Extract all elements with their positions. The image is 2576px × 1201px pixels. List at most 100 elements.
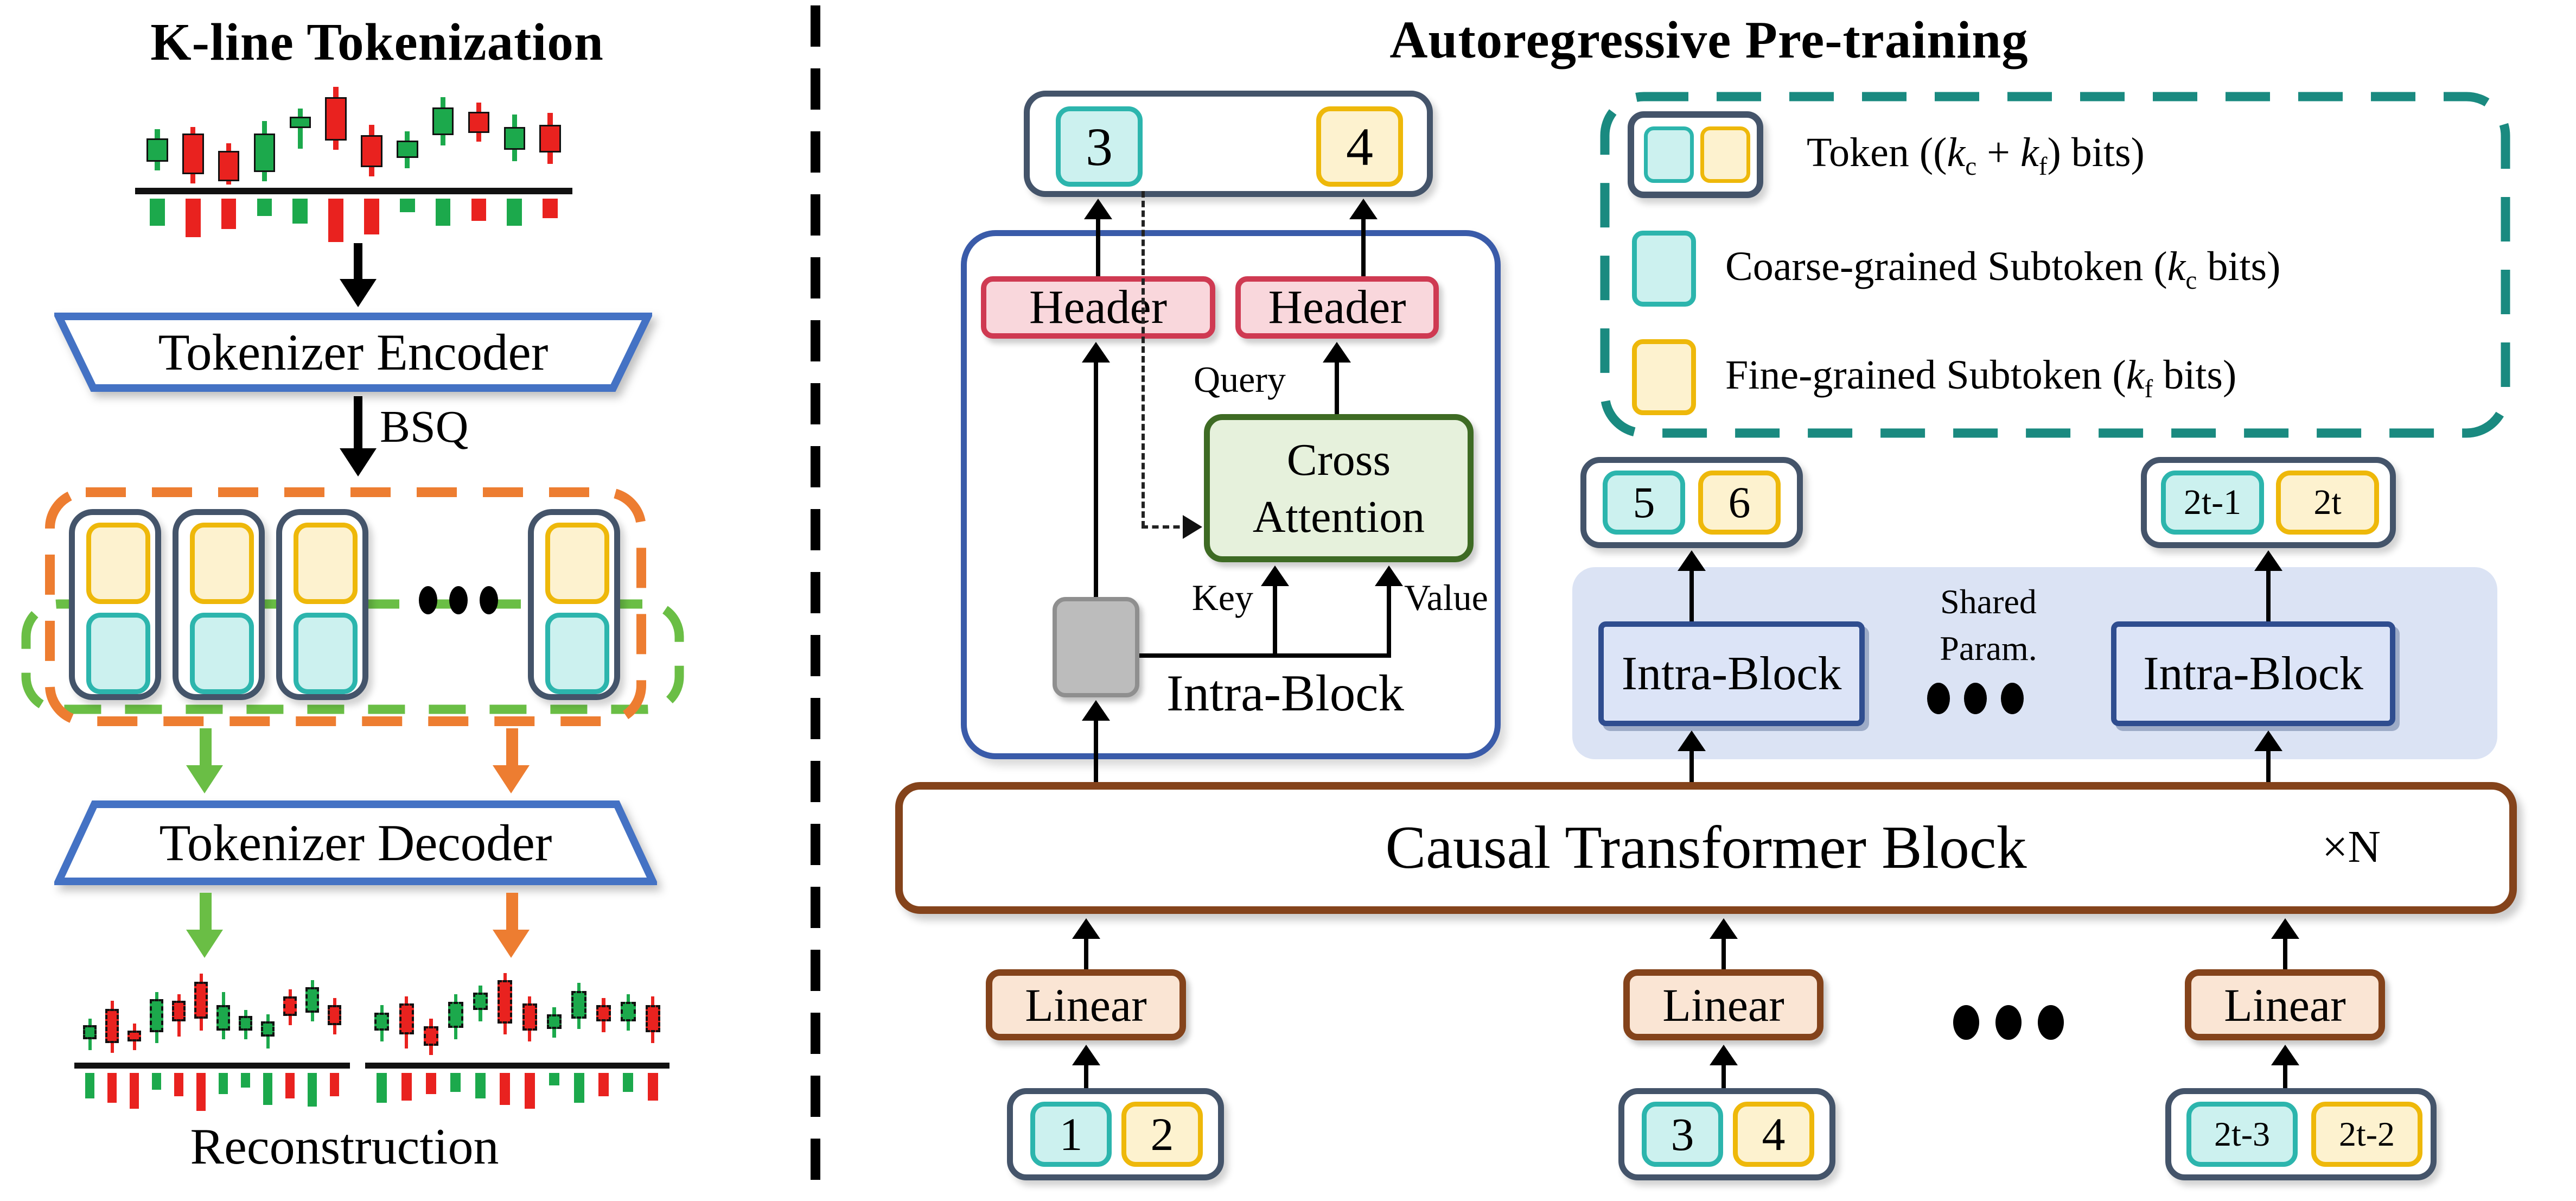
legend-dashed-box bbox=[1600, 92, 2510, 438]
tokenizer-decoder-shape bbox=[54, 800, 657, 885]
fine-subtoken: 6 bbox=[1698, 471, 1781, 535]
green-arrow-icon bbox=[200, 893, 212, 932]
token-pair bbox=[69, 509, 161, 700]
arrow-line bbox=[1721, 935, 1726, 969]
linear-box: Linear bbox=[1623, 969, 1823, 1040]
kline-chart bbox=[135, 82, 572, 250]
fine-subtoken: 2t bbox=[2276, 471, 2379, 535]
fine-subtoken-value: 2 bbox=[1150, 1108, 1174, 1160]
coarse-subtoken-value: 2t-1 bbox=[2183, 482, 2242, 522]
orange-arrow-icon bbox=[506, 893, 518, 932]
tokenizer-encoder-shape bbox=[54, 313, 652, 392]
arrow-line bbox=[1689, 747, 1694, 782]
tokenizer-encoder-label: Tokenizer Encoder bbox=[158, 323, 549, 381]
panel-divider bbox=[811, 5, 820, 1201]
down-arrow-icon bbox=[354, 243, 362, 281]
green-arrowhead-icon bbox=[186, 765, 223, 793]
query-label: Query bbox=[1194, 359, 1286, 400]
intra-block-box: Intra-Block bbox=[2111, 621, 2395, 726]
orange-arrowhead-icon bbox=[493, 765, 530, 793]
arrow-line bbox=[2283, 1061, 2287, 1088]
predicted-token-pair: 2t-1 2t bbox=[2141, 457, 2396, 548]
coarse-subtoken: 2t-3 bbox=[2186, 1102, 2298, 1167]
arrow-line bbox=[1335, 358, 1339, 414]
fine-subtoken-icon bbox=[86, 523, 150, 604]
arrow-line bbox=[1273, 582, 1277, 658]
fine-subtoken-icon bbox=[545, 523, 609, 604]
coarse-subtoken-icon bbox=[190, 613, 254, 694]
intra-block-box-label: Intra-Block bbox=[2143, 647, 2363, 700]
ellipsis-dots bbox=[1927, 683, 2024, 714]
query-arrowhead-icon bbox=[1183, 515, 1202, 539]
right-panel-title: Autoregressive Pre-training bbox=[1389, 10, 2029, 69]
fine-subtoken-value: 2t-2 bbox=[2338, 1115, 2395, 1153]
green-arrow-icon bbox=[200, 728, 212, 767]
intra-block-box: Intra-Block bbox=[1598, 621, 1865, 726]
coarse-subtoken-value: 5 bbox=[1633, 478, 1655, 527]
header-box: Header bbox=[981, 276, 1215, 339]
legend-fine-text: Fine-grained Subtoken (kf bits) bbox=[1725, 352, 2237, 404]
orange-arrow-icon bbox=[506, 728, 518, 767]
fine-subtoken-icon bbox=[294, 523, 358, 604]
arrow-line bbox=[1721, 1061, 1726, 1088]
legend-coarse-icon bbox=[1632, 231, 1696, 307]
legend-token-pair-icon bbox=[1628, 111, 1763, 198]
bsq-label: BSQ bbox=[380, 402, 469, 452]
value-label: Value bbox=[1404, 577, 1488, 618]
coarse-subtoken-value: 1 bbox=[1059, 1108, 1083, 1160]
linear-label: Linear bbox=[1662, 978, 1784, 1031]
token-pair bbox=[173, 509, 265, 700]
fine-subtoken: 4 bbox=[1733, 1102, 1814, 1167]
fine-subtoken: 4 bbox=[1316, 106, 1403, 187]
arrow-line bbox=[1084, 1061, 1088, 1088]
fine-subtoken: 2 bbox=[1121, 1102, 1203, 1167]
header-label: Header bbox=[1029, 281, 1168, 334]
header-label: Header bbox=[1268, 281, 1406, 334]
reconstructed-kline-chart bbox=[365, 969, 669, 1117]
causal-transformer-block: Causal Transformer Block bbox=[895, 782, 2517, 914]
coarse-subtoken: 1 bbox=[1030, 1102, 1112, 1167]
cross-attention-label-line2: Attention bbox=[1252, 491, 1425, 542]
fine-subtoken-value: 2t bbox=[2313, 482, 2342, 522]
shared-param-line2: Param. bbox=[1940, 629, 2037, 668]
token-pair bbox=[528, 509, 620, 700]
linear-label: Linear bbox=[2224, 978, 2346, 1031]
coarse-subtoken-value: 3 bbox=[1086, 116, 1113, 177]
legend-fine-icon bbox=[1700, 126, 1750, 183]
shared-param-label: Shared Param. bbox=[1899, 576, 2078, 674]
orange-arrowhead-icon bbox=[493, 930, 530, 958]
legend-fine-icon bbox=[1632, 339, 1696, 415]
fine-subtoken: 2t-2 bbox=[2311, 1102, 2422, 1167]
fine-subtoken-icon bbox=[190, 523, 254, 604]
arrow-line bbox=[2283, 935, 2287, 969]
causal-transformer-label: Causal Transformer Block bbox=[1385, 814, 2027, 881]
coarse-subtoken: 3 bbox=[1642, 1102, 1723, 1167]
down-arrowhead-icon bbox=[340, 279, 377, 307]
ellipsis-dots bbox=[419, 586, 498, 614]
coarse-subtoken-icon bbox=[545, 613, 609, 694]
ellipsis-dots bbox=[1953, 1005, 2064, 1040]
fine-subtoken-value: 4 bbox=[1346, 116, 1373, 177]
query-dashed-line bbox=[1142, 525, 1190, 529]
green-arrowhead-icon bbox=[186, 930, 223, 958]
coarse-subtoken: 2t-1 bbox=[2161, 471, 2264, 535]
reconstructed-kline-chart bbox=[74, 969, 350, 1117]
arrow-line bbox=[2266, 747, 2271, 782]
arrow-line bbox=[1361, 215, 1366, 276]
arrow-line bbox=[1387, 582, 1391, 658]
predicted-token-pair: 3 4 bbox=[1024, 91, 1433, 197]
legend-coarse-icon bbox=[1644, 126, 1694, 183]
coarse-subtoken: 5 bbox=[1603, 471, 1685, 535]
legend-coarse-text: Coarse-grained Subtoken (kc bits) bbox=[1725, 244, 2281, 295]
input-token-pair: 3 4 bbox=[1618, 1088, 1835, 1180]
token-pair bbox=[276, 509, 368, 700]
arrow-line bbox=[2266, 567, 2271, 621]
input-token-pair: 1 2 bbox=[1007, 1088, 1224, 1180]
bsq-arrow-icon bbox=[354, 396, 362, 450]
left-panel-title: K-line Tokenization bbox=[150, 12, 604, 71]
linear-box: Linear bbox=[2185, 969, 2385, 1040]
key-label: Key bbox=[1191, 577, 1253, 618]
cross-attention-label-line1: Cross bbox=[1286, 434, 1391, 485]
arrow-line bbox=[1096, 215, 1100, 276]
